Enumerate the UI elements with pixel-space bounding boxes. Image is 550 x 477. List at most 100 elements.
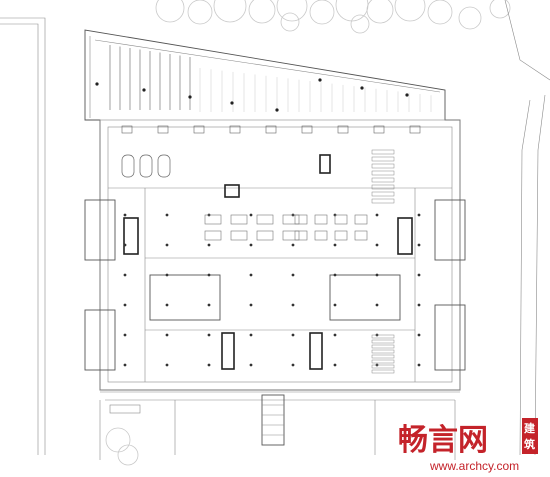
column [165,303,169,307]
column [333,273,337,277]
shelf [371,344,395,349]
column [333,333,337,337]
desk [294,230,308,241]
shelf [371,170,395,176]
tree [117,444,139,466]
column [275,108,279,112]
table [373,125,385,134]
table [157,125,169,134]
watermark: 畅言网 建 筑 www.archcy.com [398,418,538,473]
desk [204,214,222,225]
column [375,273,379,277]
column [375,213,379,217]
table [409,125,421,134]
column [333,363,337,367]
column [417,213,421,217]
shelf [371,369,395,374]
column [123,213,127,217]
column [417,273,421,277]
shelf [371,334,395,339]
column [123,303,127,307]
table [193,125,205,134]
column [165,213,169,217]
furniture-layout [121,125,421,374]
table [337,125,349,134]
desk [354,230,368,241]
column [165,333,169,337]
watermark-side-box [522,418,538,454]
table [229,125,241,134]
tree [366,0,394,24]
column [123,363,127,367]
column [249,273,253,277]
desk [204,230,222,241]
tree [427,0,453,25]
site-context-lines [0,0,550,456]
north-wedge-seating [109,45,432,112]
column [249,363,253,367]
shelf [371,177,395,183]
column [375,303,379,307]
column [417,333,421,337]
sofa [157,154,171,178]
column [360,86,364,90]
desk [354,214,368,225]
column [188,95,192,99]
shelf [371,349,395,354]
column [249,243,253,247]
tree [309,0,335,25]
shelf [371,354,395,359]
column [291,243,295,247]
column [207,363,211,367]
tree [276,0,308,22]
watermark-brand: 畅言网 [398,423,488,458]
tree-canopy-south [105,427,139,466]
column [165,273,169,277]
watermark-side-bottom: 筑 [524,437,535,451]
table [301,125,313,134]
table [265,125,277,134]
column [291,333,295,337]
column [291,363,295,367]
tree-canopy-top [155,0,511,34]
desk [294,214,308,225]
desk [314,214,328,225]
desk [256,214,274,225]
column [123,273,127,277]
column [123,333,127,337]
column [333,243,337,247]
structural-columns [95,78,421,367]
desk [334,230,348,241]
column [165,243,169,247]
column [95,82,99,86]
column [291,303,295,307]
column [375,243,379,247]
desk [256,230,274,241]
desk [314,230,328,241]
sofa [121,154,135,178]
tree [394,0,426,22]
column [142,88,146,92]
shelf [371,163,395,169]
shelf [371,191,395,197]
tree [248,0,276,24]
tree [458,6,482,30]
watermark-url: www.archcy.com [429,459,519,473]
tree [280,12,300,32]
tree [213,0,247,23]
column [207,273,211,277]
column [249,333,253,337]
column [249,213,253,217]
tree [489,0,511,19]
main-floor [84,119,466,460]
tree [350,14,370,34]
column [207,243,211,247]
shelf [371,364,395,369]
desk [282,214,300,225]
column [249,303,253,307]
column [291,273,295,277]
table [121,125,133,134]
tree [155,0,185,23]
shelf [371,156,395,162]
